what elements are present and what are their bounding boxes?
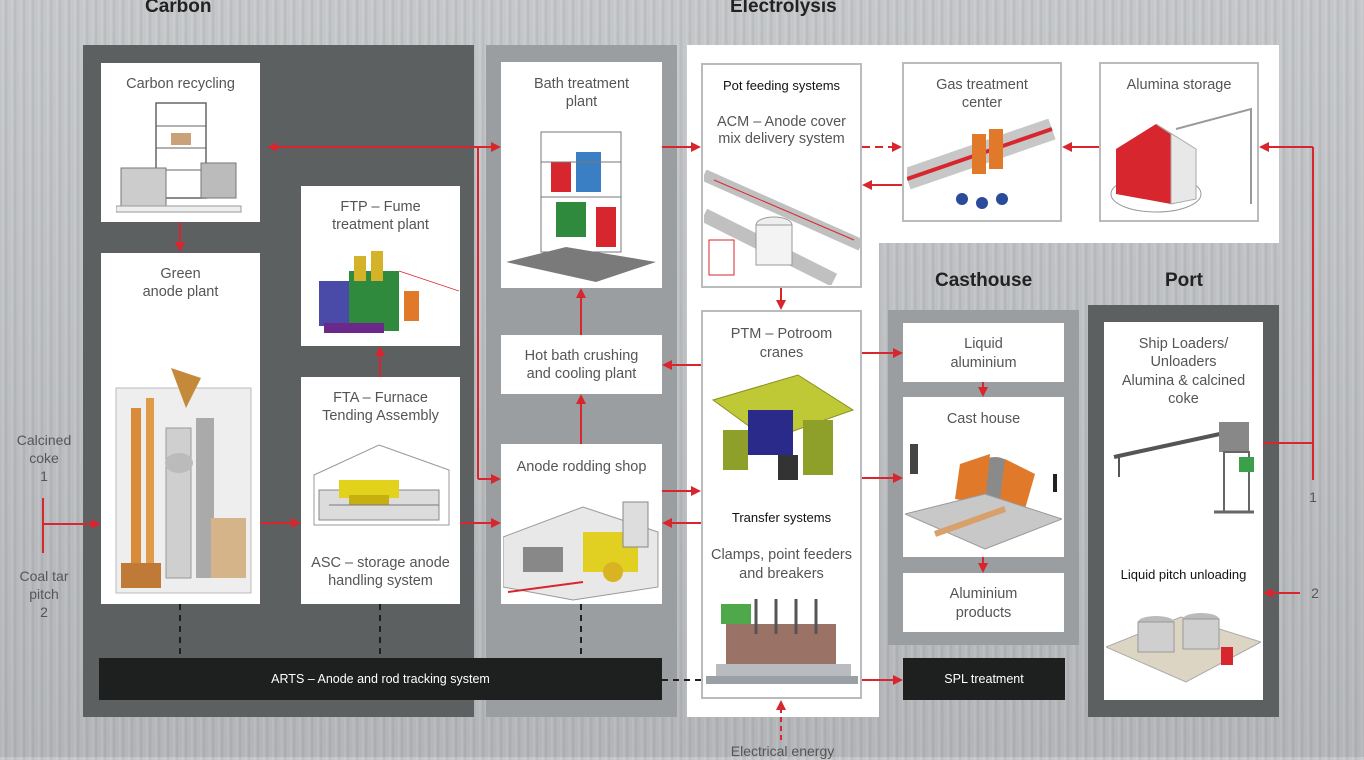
ftp-label-1: FTP – Fume (340, 199, 421, 215)
clamps-illustration (706, 599, 858, 684)
liquid-aluminium-box[interactable]: Liquid aluminium (903, 323, 1064, 382)
liquid-pitch-label: Liquid pitch unloading (1120, 567, 1247, 582)
cast-house-label: Cast house (946, 411, 1021, 427)
coal-label-1: Coal tar (19, 568, 69, 584)
fta-asc-box[interactable]: FTA – Furnace Tending Assembly ASC – sto… (301, 377, 460, 604)
anode-rodding-label: Anode rodding shop (516, 459, 647, 475)
calcined-label-1: Calcined (16, 432, 72, 448)
section-title-casthouse: Casthouse (935, 270, 1033, 291)
spl-treatment-bar[interactable]: SPL treatment (903, 658, 1065, 700)
fta-label-2: Tending Assembly (322, 408, 439, 424)
green-anode-label-2: anode plant (142, 284, 219, 300)
coal-tar-label: Coal tar pitch 2 (0, 567, 88, 621)
ftp-illustration (319, 251, 459, 333)
right-input-1: 1 (1309, 489, 1317, 505)
hot-bath-box[interactable]: Hot bath crushing and cooling plant (501, 335, 662, 394)
acm-label-1: ACM – Anode cover (717, 114, 846, 130)
fta-label-1: FTA – Furnace (333, 390, 428, 406)
ship-label-1: Ship Loaders/ (1138, 336, 1229, 352)
ship-label-2: Unloaders (1150, 354, 1217, 370)
coal-label-2: pitch (29, 586, 59, 602)
cast-house-box[interactable]: Cast house (903, 397, 1064, 557)
liquid-al-label-2: aluminium (950, 355, 1017, 371)
clamps-label-1: Clamps, point feeders (710, 547, 853, 563)
liquid-pitch-illustration (1106, 613, 1261, 683)
calcined-coke-label: Calcined coke 1 (0, 431, 88, 485)
hot-bath-label-1: Hot bath crushing (524, 348, 639, 364)
ship-label-4: coke (1168, 391, 1199, 407)
asc-label-2: handling system (328, 573, 433, 589)
bath-treatment-illustration (506, 131, 656, 282)
alumina-storage-illustration (1110, 107, 1252, 213)
ship-label-3: Alumina & calcined (1121, 373, 1246, 389)
aluminium-products-box[interactable]: Aluminium products (903, 573, 1064, 632)
green-anode-plant-box[interactable]: Green anode plant (101, 253, 260, 604)
gas-label-2: center (961, 95, 1003, 111)
ptm-label-1: PTM – Potroom (730, 326, 833, 342)
cast-house-illustration (905, 444, 1062, 550)
ptm-box[interactable]: PTM – Potroom cranes Transfer systems Cl… (701, 310, 862, 699)
asc-label-1: ASC – storage anode (311, 555, 450, 571)
ptm-label-2: cranes (759, 345, 804, 361)
alumina-storage-label: Alumina storage (1126, 77, 1232, 93)
carbon-recycling-label: Carbon recycling (126, 76, 235, 92)
carbon-recycling-illustration (116, 102, 242, 213)
arts-bar[interactable]: ARTS – Anode and rod tracking system (99, 658, 662, 700)
port-box[interactable]: Ship Loaders/ Unloaders Alumina & calcin… (1104, 322, 1263, 700)
coal-label-3: 2 (40, 604, 48, 620)
bath-label-1: Bath treatment (533, 76, 630, 92)
gas-treatment-illustration (907, 119, 1056, 209)
alumina-storage-box[interactable]: Alumina storage (1099, 62, 1259, 222)
acm-label-2: mix delivery system (718, 131, 845, 147)
section-title-port: Port (1165, 270, 1203, 291)
ship-loader-illustration (1113, 422, 1254, 514)
hot-bath-label-2: and cooling plant (526, 366, 637, 382)
calcined-label-3: 1 (40, 468, 48, 484)
electrical-energy-label: Electrical energy (730, 743, 835, 759)
anode-rodding-box[interactable]: Anode rodding shop (501, 444, 662, 604)
green-anode-illustration (115, 368, 252, 594)
al-products-label-2: products (955, 605, 1012, 621)
ftp-label-2: treatment plant (332, 217, 429, 233)
right-input-2: 2 (1311, 585, 1319, 601)
ptm-illustration (711, 374, 855, 480)
fta-illustration (313, 444, 450, 526)
acm-illustration (704, 170, 861, 285)
ftp-box[interactable]: FTP – Fume treatment plant (301, 186, 460, 346)
green-anode-label-1: Green (160, 266, 201, 282)
calcined-label-2: coke (29, 450, 59, 466)
gas-label-1: Gas treatment (936, 77, 1028, 93)
anode-rodding-illustration (503, 501, 659, 601)
section-title-electrolysis: Electrolysis (730, 0, 837, 17)
pot-feeding-box[interactable]: Pot feeding systems ACM – Anode cover mi… (701, 63, 862, 288)
pot-feeding-label: Pot feeding systems (722, 78, 841, 93)
transfer-label: Transfer systems (731, 510, 832, 525)
bath-treatment-box[interactable]: Bath treatment plant (501, 62, 662, 288)
section-title-carbon: Carbon (145, 0, 212, 17)
gas-treatment-box[interactable]: Gas treatment center (902, 62, 1062, 222)
carbon-recycling-box[interactable]: Carbon recycling (101, 63, 260, 222)
al-products-label-1: Aluminium (949, 586, 1018, 602)
bath-label-2: plant (565, 94, 598, 110)
liquid-al-label-1: Liquid (964, 336, 1003, 352)
clamps-label-2: and breakers (739, 566, 824, 582)
